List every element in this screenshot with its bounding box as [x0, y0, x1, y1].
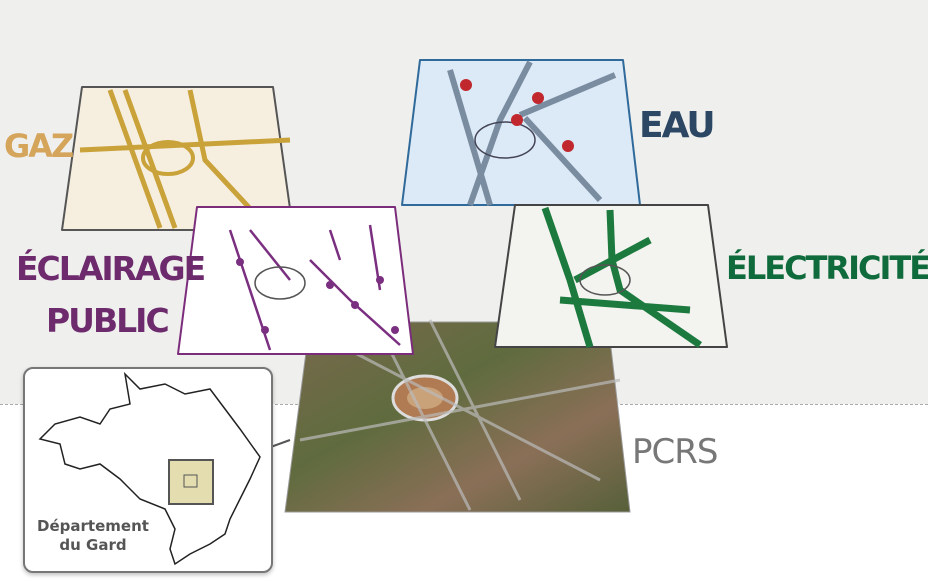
layer-eau: [401, 59, 641, 206]
label-eau: EAU: [639, 105, 716, 146]
label-eclairage: ÉCLAIRAGE: [16, 249, 206, 288]
inset-map-gard: Département du Gard: [23, 367, 273, 573]
layer-electricite: [494, 204, 728, 349]
layer-gaz: [61, 86, 294, 232]
label-pcrs: PCRS: [632, 432, 718, 472]
gard-outline: [38, 371, 261, 566]
label-public: PUBLIC: [46, 301, 170, 340]
label-electricite: ÉLECTRICITÉ: [726, 249, 928, 287]
location-highlight: [168, 459, 214, 505]
layer-eclairage-public: [177, 206, 414, 355]
label-gaz: GAZ: [4, 127, 74, 165]
inset-label: Département du Gard: [37, 517, 149, 554]
